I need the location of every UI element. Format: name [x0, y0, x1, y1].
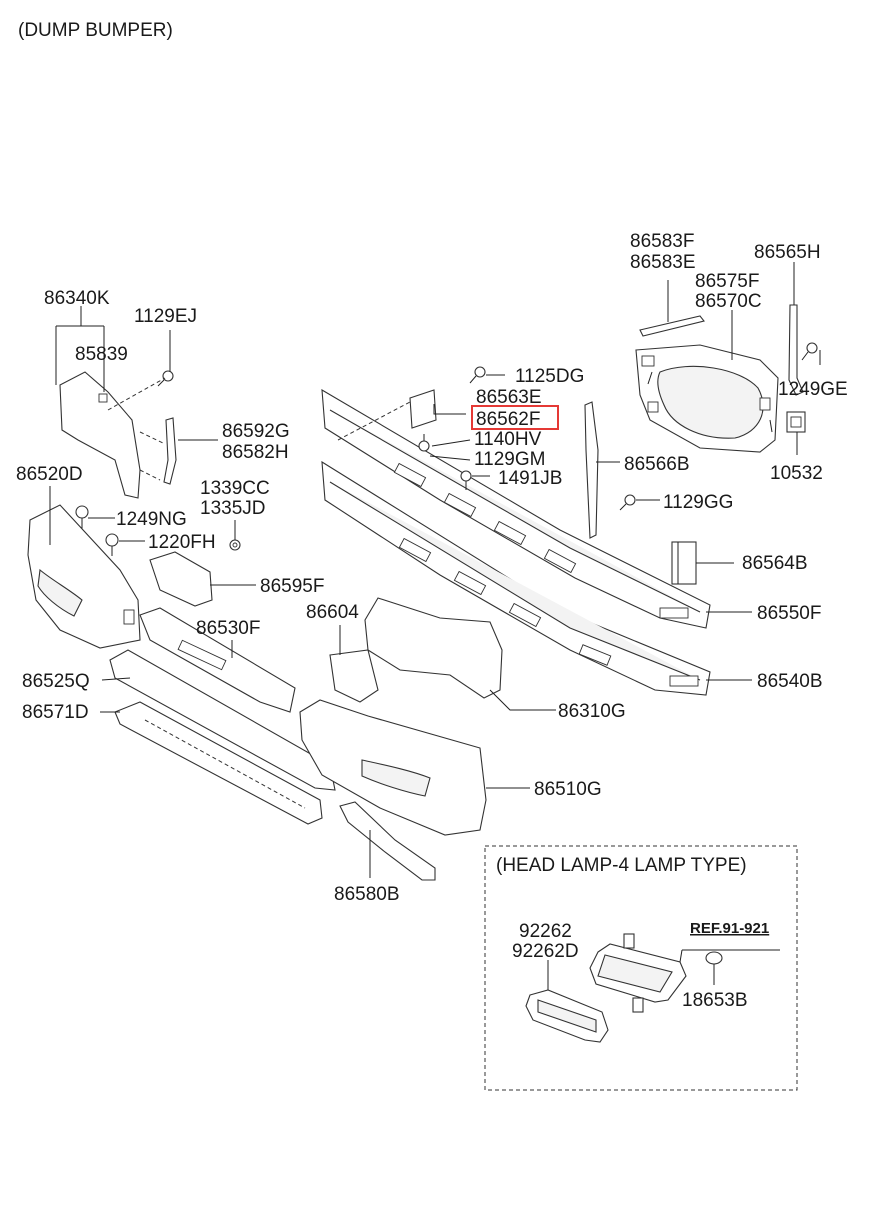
highlight-box-86562f — [471, 405, 559, 430]
label-86582h[interactable]: 86582H — [222, 442, 289, 463]
label-86562f[interactable]: 86562F — [476, 409, 540, 430]
diagram-title: (DUMP BUMPER) — [18, 20, 173, 41]
splash-shield-86310g[interactable] — [364, 597, 503, 699]
label-86595f[interactable]: 86595F — [260, 576, 324, 597]
screw-1249ge[interactable] — [801, 342, 818, 361]
inset-border — [484, 845, 798, 1091]
bumper-end-86520d[interactable] — [27, 504, 141, 649]
label-86583f[interactable]: 86583F — [630, 231, 694, 252]
inset-title: (HEAD LAMP-4 LAMP TYPE) — [496, 855, 747, 876]
main-bumper-86510g[interactable] — [299, 699, 487, 836]
label-86575f[interactable]: 86575F — [695, 271, 759, 292]
side-bracket-86340k[interactable] — [59, 371, 141, 499]
strap-86583[interactable] — [639, 315, 705, 337]
label-10532[interactable]: 10532 — [770, 463, 823, 484]
nut-1335jd[interactable] — [229, 539, 241, 551]
label-86583e[interactable]: 86583E — [630, 252, 696, 273]
headlamp-support-panel[interactable] — [635, 344, 779, 453]
label-86580b[interactable]: 86580B — [334, 884, 400, 905]
label-1220fh[interactable]: 1220FH — [148, 532, 216, 553]
label-86570c[interactable]: 86570C — [695, 291, 762, 312]
label-18653b[interactable]: 18653B — [682, 990, 748, 1011]
corner-bracket-86604[interactable] — [329, 649, 379, 703]
bumper-face-86525q[interactable] — [109, 649, 336, 791]
bolt-1140hv[interactable] — [418, 434, 430, 452]
clip-85839[interactable] — [98, 393, 108, 403]
label-86525q[interactable]: 86525Q — [22, 671, 90, 692]
clip-10532[interactable] — [786, 411, 806, 433]
label-85839[interactable]: 85839 — [75, 344, 128, 365]
label-86550f[interactable]: 86550F — [757, 603, 821, 624]
label-86520d[interactable]: 86520D — [16, 464, 83, 485]
bolt-1129ej[interactable] — [157, 370, 174, 387]
label-86340k[interactable]: 86340K — [44, 288, 110, 309]
label-86540b[interactable]: 86540B — [757, 671, 823, 692]
label-86530f[interactable]: 86530F — [196, 618, 260, 639]
label-1249ng[interactable]: 1249NG — [116, 509, 187, 530]
label-1249ge[interactable]: 1249GE — [778, 379, 848, 400]
label-86571d[interactable]: 86571D — [22, 702, 89, 723]
bolt-1220fh[interactable] — [105, 533, 119, 556]
label-86592g[interactable]: 86592G — [222, 421, 290, 442]
bracket-86565h[interactable] — [788, 304, 804, 396]
lower-bumper-beam-86540b[interactable] — [321, 460, 711, 696]
lamp-bezel-92262[interactable] — [525, 989, 609, 1043]
label-1129gg[interactable]: 1129GG — [663, 492, 733, 513]
reinforcement-86564b[interactable] — [671, 541, 697, 585]
leader-lines — [49, 262, 821, 878]
label-86566b[interactable]: 86566B — [624, 454, 690, 475]
headlamp-assembly[interactable] — [589, 933, 687, 1013]
label-86510g[interactable]: 86510G — [534, 779, 602, 800]
lower-plate-86571d[interactable] — [114, 701, 323, 825]
upper-bumper-beam-86550f[interactable] — [321, 388, 711, 629]
label-1339cc[interactable]: 1339CC — [200, 478, 270, 499]
strip-86566b[interactable] — [584, 401, 599, 539]
label-86310g[interactable]: 86310G — [558, 701, 626, 722]
label-1491jb[interactable]: 1491JB — [498, 468, 562, 489]
label-86564b[interactable]: 86564B — [742, 553, 808, 574]
bracket-86562f[interactable] — [409, 389, 437, 429]
headlamp-inset: (HEAD LAMP-4 LAMP TYPE) 92262 92262D REF… — [484, 845, 798, 1091]
label-86604[interactable]: 86604 — [306, 602, 359, 623]
bolt-1125dg[interactable] — [469, 366, 486, 384]
grille-panel-86530f[interactable] — [139, 607, 296, 713]
label-86565h[interactable]: 86565H — [754, 242, 821, 263]
ref-link-91-921[interactable]: REF.91-921 — [690, 920, 769, 937]
part-labels: 86583F 86583E 86565H 86575F 86570C 86340… — [16, 231, 848, 905]
label-1129gm[interactable]: 1129GM — [474, 449, 545, 470]
label-92262[interactable]: 92262 — [519, 921, 572, 942]
bracket-86595f[interactable] — [149, 551, 213, 607]
label-86563e[interactable]: 86563E — [476, 387, 542, 408]
screw-1249ng[interactable] — [75, 505, 89, 530]
bulb-18653b[interactable] — [705, 951, 723, 965]
bolt-1129gg[interactable] — [619, 494, 636, 511]
label-1140hv[interactable]: 1140HV — [474, 429, 542, 450]
label-1129ej[interactable]: 1129EJ — [134, 306, 197, 327]
stay-86580b[interactable] — [339, 801, 436, 881]
clip-1491jb[interactable] — [460, 470, 472, 490]
label-1335jd[interactable]: 1335JD — [200, 498, 266, 519]
label-92262d[interactable]: 92262D — [512, 941, 579, 962]
stay-86592g[interactable] — [163, 417, 177, 485]
label-1125dg[interactable]: 1125DG — [515, 366, 584, 387]
